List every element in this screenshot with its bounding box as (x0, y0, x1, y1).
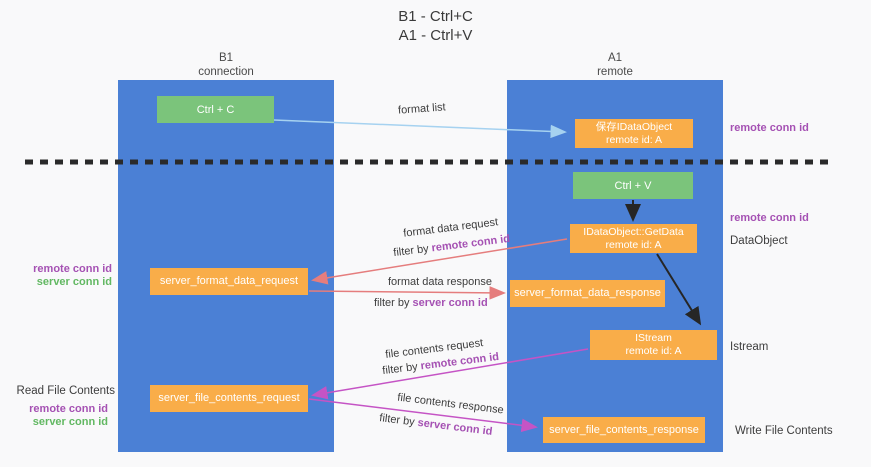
left-bottom-server-conn-id: server conn id (32, 416, 108, 428)
left-mid-conn-ids: remote conn id server conn id (10, 263, 112, 289)
dataobject-label: DataObject (730, 235, 788, 247)
lane-a1-name: A1 (607, 52, 623, 64)
ctrl-c-label: Ctrl + C (196, 103, 235, 116)
lane-a1-role: remote (597, 66, 633, 78)
remote-conn-id-mid-label: remote conn id (730, 212, 809, 224)
node-server-format-data-response: server_format_data_response (510, 280, 665, 307)
node-server-format-data-request: server_format_data_request (150, 268, 308, 295)
read-file-contents-label: Read File Contents (16, 385, 115, 397)
diagram-title: B1 - Ctrl+C A1 - Ctrl+V (0, 7, 871, 45)
remote-conn-id-text-1: remote conn id (430, 232, 511, 255)
lane-b1-name: B1 (218, 52, 234, 64)
format-response-label: server_format_data_response (514, 287, 661, 299)
title-line-2: A1 - Ctrl+V (398, 27, 473, 44)
filter-by-text-1: filter by (392, 242, 433, 260)
filter-by-text-4: filter by (378, 412, 419, 429)
left-mid-remote-conn-id: remote conn id (33, 263, 112, 275)
remote-conn-id-top-label: remote conn id (730, 122, 809, 134)
file-contents-response-label: file contents response (396, 391, 505, 417)
ctrl-v-label: Ctrl + V (614, 179, 652, 192)
istream-line2: remote id: A (625, 345, 682, 357)
title-line-1: B1 - Ctrl+C (398, 8, 473, 25)
server-conn-id-text-4: server conn id (416, 416, 494, 438)
lane-header-a1: A1 remote (507, 51, 723, 79)
node-ctrl-c: Ctrl + C (157, 96, 274, 123)
lane-header-b1: B1 connection (118, 51, 334, 79)
filter-by-text-3: filter by (381, 360, 422, 378)
server-conn-id-text-2: server conn id (412, 297, 488, 309)
write-file-contents-label: Write File Contents (735, 425, 833, 437)
istream-side-label: Istream (730, 341, 769, 353)
format-data-response-arrow (308, 286, 506, 300)
left-bottom-remote-conn-id: remote conn id (29, 403, 108, 415)
file-request-label: server_file_contents_request (158, 392, 300, 404)
filter-by-text-2: filter by (374, 297, 413, 309)
node-istream: IStream remote id: A (590, 330, 717, 360)
node-save-idataobject: 保存IDataObject remote id: A (575, 119, 693, 148)
getdata-line1: IDataObject::GetData (583, 225, 684, 238)
save-idataobject-line2: remote id: A (605, 133, 663, 146)
format-request-label: server_format_data_request (159, 275, 299, 287)
node-ctrl-v: Ctrl + V (573, 172, 693, 199)
left-mid-server-conn-id: server conn id (36, 276, 112, 288)
getdata-line2: remote id: A (605, 238, 662, 251)
file-contents-response-filter-label: filter by server conn id (379, 412, 493, 438)
istream-line1: IStream (635, 332, 672, 344)
format-list-label: format list (397, 101, 447, 117)
lane-b1-role: connection (198, 66, 254, 78)
file-response-label: server_file_contents_response (549, 423, 699, 436)
format-data-response-filter-label: filter by server conn id (374, 297, 488, 309)
node-server-file-contents-request: server_file_contents_request (150, 385, 308, 412)
left-bottom-conn-ids: remote conn id server conn id (10, 403, 108, 429)
format-data-response-label: format data response (388, 276, 492, 288)
node-server-file-contents-response: server_file_contents_response (543, 417, 705, 443)
save-idataobject-line1: 保存IDataObject (595, 120, 673, 133)
node-idataobject-getdata: IDataObject::GetData remote id: A (570, 224, 697, 253)
